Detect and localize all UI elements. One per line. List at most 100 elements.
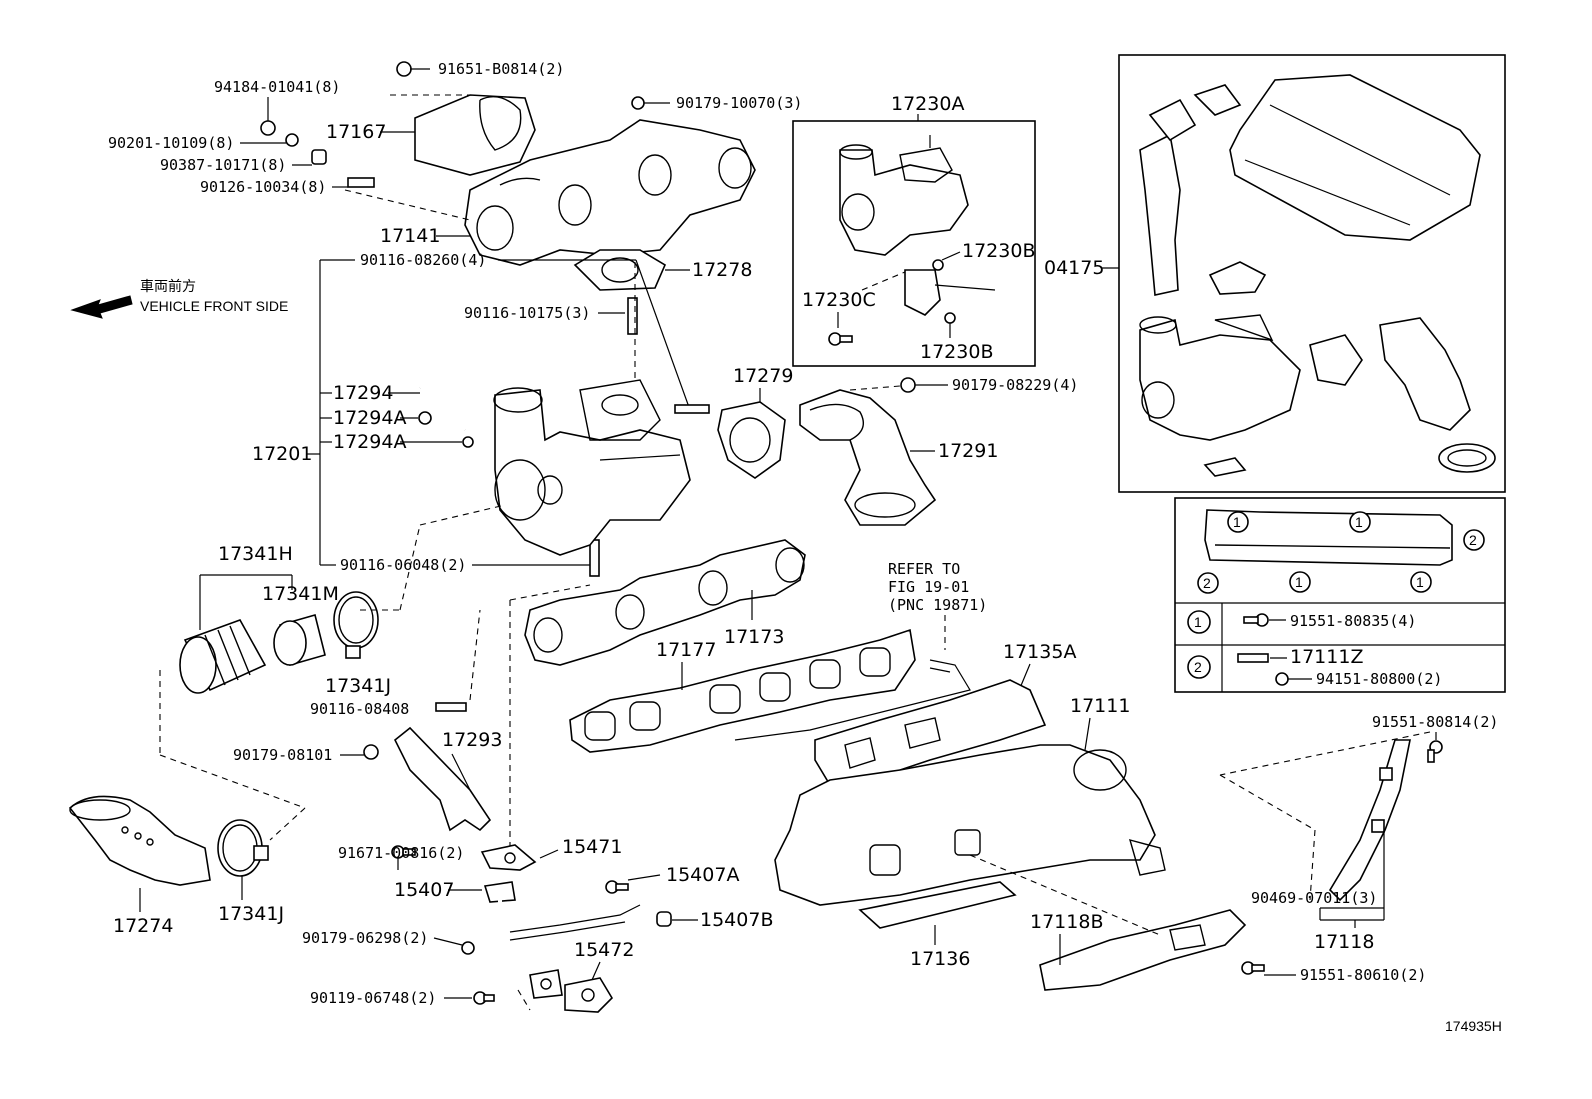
legend-marker-1b: 1 (1349, 511, 1371, 533)
bolt-17230C-icon (828, 332, 853, 346)
legend-marker-1d: 1 (1410, 571, 1432, 593)
label-17341M: 17341M (262, 583, 339, 605)
legend-marker-1a: 1 (1227, 511, 1249, 533)
gasket-17177-icon (569, 628, 916, 753)
collar-90387-icon (311, 149, 327, 165)
exhaust-manifold-group: 91651-B0814(2) 17167 94184-01041(8) 9020… (108, 60, 802, 291)
label-90387: 90387-10171(8) (160, 156, 286, 174)
legend-row1-num: 1 (1194, 614, 1202, 630)
label-17341H: 17341H (218, 543, 293, 565)
stay-17118-group: 91551-80814(2) 90469-07011(3) 17118 9155… (1219, 713, 1498, 984)
nut-90179d-icon (900, 377, 916, 393)
label-91651: 91651-B0814(2) (438, 60, 564, 78)
gasket-17278-icon (573, 249, 667, 291)
kit-gasket-icon (1208, 261, 1267, 295)
stud-90116d-icon (435, 702, 467, 712)
elbow-17291-icon (799, 389, 937, 526)
turbocharger-group: 90116-10175(3) 90116-08260(4) 17201 1729… (252, 251, 710, 611)
gasket-17279-icon (717, 401, 786, 479)
label-90179b: 90179-08101 (233, 746, 332, 764)
stud-90116c-icon (589, 539, 600, 577)
clip-17230B-2-icon (944, 312, 956, 324)
label-15407A: 15407A (666, 864, 739, 886)
bolt-91551-80835-icon (1243, 613, 1269, 627)
direction-jp: 車両前方 (140, 278, 196, 294)
egr-pipe-group: 15471 15407 15407A 15407B 90179-06298(2)… (302, 584, 773, 1013)
flange-egr-icon (529, 969, 563, 999)
nut-90179c-icon (461, 941, 475, 955)
clip-17294A-1-icon (418, 411, 432, 425)
legend-row1-part: 91551-80835(4) (1290, 612, 1416, 630)
legend-marker-1c: 1 (1289, 571, 1311, 593)
label-17294: 17294 (333, 382, 393, 404)
clip-17294A-2-icon (462, 436, 474, 448)
kit-hose-icon (1139, 84, 1242, 296)
nut-90179b-icon (363, 744, 379, 760)
hose-17294-icon (418, 380, 468, 431)
front-arrow-icon (70, 295, 133, 319)
legend-box: 1 1 2 2 1 1 1 91551-80835(4) 2 17111Z 94… (1174, 497, 1506, 693)
label-94184: 94184-01041(8) (214, 78, 340, 96)
label-90116b: 90116-08260(4) (360, 251, 486, 269)
label-17230B-1: 17230B (962, 240, 1035, 262)
label-17294A-1: 17294A (333, 407, 406, 429)
label-90469: 90469-07011(3) (1251, 889, 1377, 907)
label-17167: 17167 (326, 121, 386, 143)
grommet-15407B-icon (656, 911, 672, 927)
turbocharger-17201-icon (399, 262, 691, 611)
label-90116d: 90116-08408 (310, 700, 409, 718)
label-17136: 17136 (910, 948, 970, 970)
bolt-15407A-icon (605, 880, 629, 894)
clamp-17341J-1-icon (333, 591, 379, 659)
intake-hose-group: 17341H 17341M 17341J 17274 (68, 543, 400, 937)
nut-94151-icon (1275, 672, 1289, 686)
nut-94184-icon (260, 120, 276, 136)
turbo-kit-17230A-box: 17230A 17230B 17230C 17230B (792, 93, 1036, 367)
exhaust-manifold-17141-icon (344, 119, 756, 266)
label-17274: 17274 (113, 915, 173, 937)
label-17291: 17291 (938, 440, 998, 462)
kit-turbo-icon (1139, 314, 1301, 441)
label-15407: 15407 (394, 879, 454, 901)
label-90116a: 90116-10175(3) (464, 304, 590, 322)
egr-pipe-15407-icon (483, 881, 641, 977)
stud-90126-icon (347, 177, 375, 188)
label-17173: 17173 (724, 626, 784, 648)
label-17294A-2: 17294A (333, 431, 406, 453)
label-91551a: 91551-80814(2) (1372, 713, 1498, 731)
svg-text:1: 1 (1355, 514, 1363, 530)
bracket-17293-icon (393, 726, 492, 832)
label-17201: 17201 (252, 443, 312, 465)
intake-pipe-17274-icon (68, 795, 211, 886)
label-17230C: 17230C (802, 289, 876, 311)
label-90179d: 90179-08229(4) (952, 376, 1078, 394)
label-91671: 91671-00816(2) (338, 844, 464, 862)
legend-row2-num: 2 (1194, 659, 1202, 675)
intake-manifold-17111-icon (774, 744, 1166, 906)
label-17111: 17111 (1070, 695, 1130, 717)
bolt-90119-icon (473, 991, 495, 1005)
hose-17341H-icon (179, 619, 267, 694)
refer-note: REFER TO FIG 19-01 (PNC 19871) (734, 560, 987, 741)
stay-17118-icon (1328, 739, 1411, 902)
stud-90116a-icon (627, 297, 638, 335)
heat-insulator-17167-icon (390, 94, 536, 176)
label-17341J-2: 17341J (218, 903, 284, 925)
svg-text:1: 1 (1233, 514, 1241, 530)
legend-row2-part-a: 17111Z (1290, 646, 1363, 668)
legend-row2-part-b: 94151-80800(2) (1316, 670, 1442, 688)
diagram-code: 174935H (1445, 1018, 1502, 1034)
refer-line-2: FIG 19-01 (888, 578, 969, 596)
gasket-15471-icon (480, 844, 537, 871)
intercooler-icon (1229, 74, 1481, 241)
svg-text:1: 1 (1416, 574, 1424, 590)
harness-19871-icon (734, 659, 971, 741)
label-91551b: 91551-80610(2) (1300, 966, 1426, 984)
insulator-17118B-icon (1039, 909, 1247, 991)
label-04175: 04175 (1044, 257, 1104, 279)
label-90116c: 90116-06048(2) (340, 556, 466, 574)
label-90201: 90201-10109(8) (108, 134, 234, 152)
sleeve-17341M-icon (273, 614, 326, 666)
turbo-17230A-icon (839, 135, 969, 256)
bracket-17293-group: 90116-08408 90179-08101 17293 91671-0081… (233, 609, 502, 870)
